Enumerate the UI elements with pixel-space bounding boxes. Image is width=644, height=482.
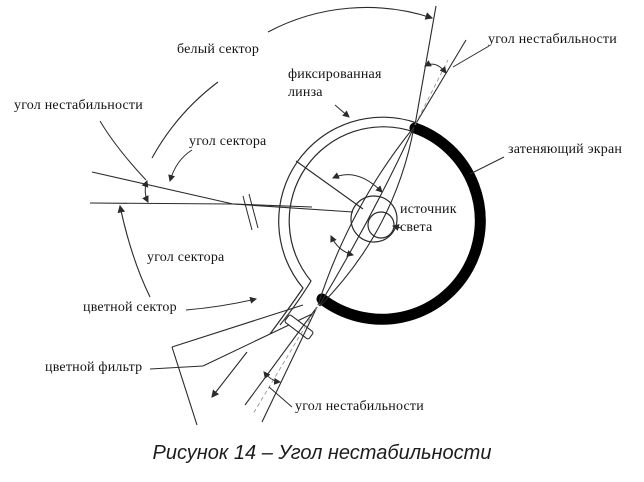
white-sector-sweep [267,6,434,33]
sector-sweep-arcs [117,6,434,298]
label-shading-screen: затеняющий экран [508,142,623,157]
bottom-instability-wedge [244,306,318,423]
figure-caption: Рисунок 14 – Угол нестабильности [152,442,492,464]
color-filter-plate [284,314,314,340]
fixed-lens-leader [334,104,350,118]
label-instability-left: угол нестабильности [14,98,143,113]
light-source-circle [367,211,395,239]
label-colored-sector: цветной сектор [83,300,177,315]
fixed-lens-ring [269,116,418,335]
label-instability-bottom: угол нестабильности [295,399,424,414]
light-source-leader [391,224,402,231]
left-label-leader [99,120,147,181]
bottom-angle-arc [263,371,282,385]
lamp-circle [350,195,398,243]
colored-sector-sweep [117,204,151,298]
label-white-sector: белый сектор [177,42,260,57]
line-break-marks [242,193,259,231]
color-filter-beam [171,304,314,426]
left-instability-wedge [99,120,149,203]
label-sector-angle-bottom: угол сектора [147,250,225,265]
shading-screen-leader [469,156,505,175]
left-angle-arc [141,180,149,203]
bottom-label-leader [268,386,293,408]
sector-angle-top-leader [168,149,193,183]
label-leaders [149,104,505,370]
colored-sector-leader [185,296,258,311]
source-angle-arcs [330,172,383,257]
label-color-filter: цветной фильтр [45,360,143,375]
top-instability-wedge [414,5,490,126]
label-sector-angle-top: угол сектора [189,134,267,149]
label-fixed-lens: фиксированная линза [288,67,382,100]
shading-screen-arc [316,122,486,325]
color-filter-leader [149,365,204,370]
label-instability-top-right: угол нестабильности [488,32,617,47]
top-angle-arc [424,60,447,74]
beam-lines [89,126,415,307]
top-right-label-leader [452,45,490,68]
label-light-source: источник света [400,202,457,235]
